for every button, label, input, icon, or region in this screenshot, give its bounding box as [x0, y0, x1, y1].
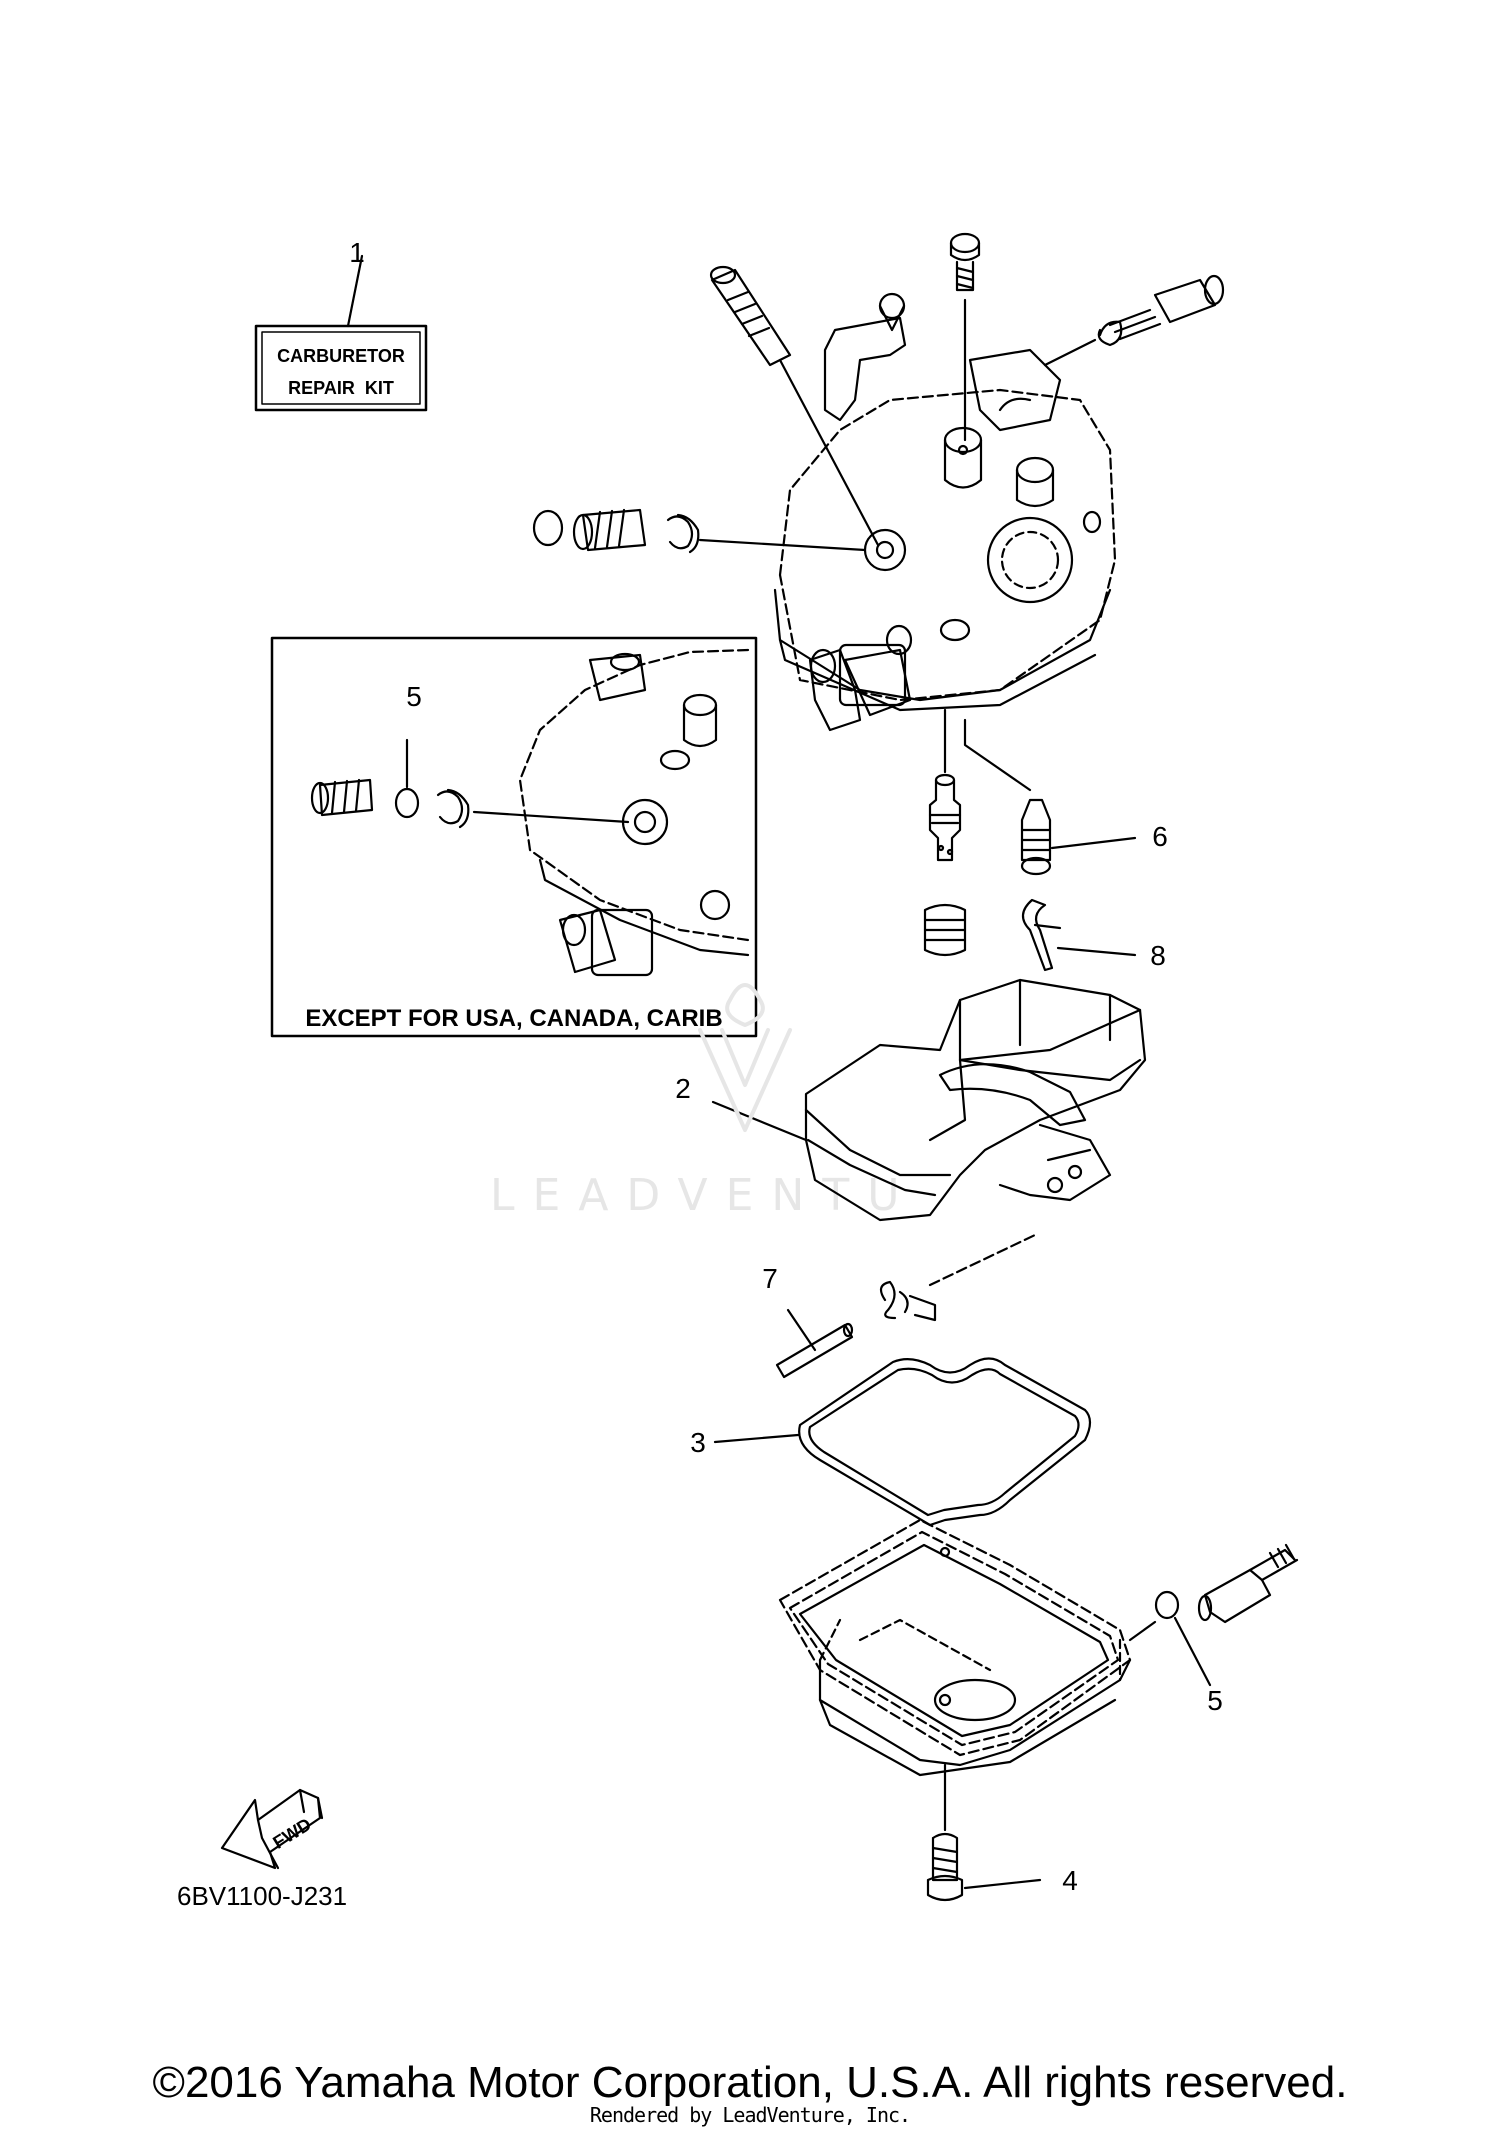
callout-8: 8	[1150, 940, 1166, 971]
float-bowl	[778, 1518, 1132, 1832]
callout-6: 6	[1152, 821, 1168, 852]
callout-5-bowl: 5	[1207, 1685, 1223, 1716]
bowl-screw	[926, 1832, 1042, 1902]
float	[711, 978, 1147, 1222]
repair-kit-box	[254, 254, 428, 412]
inset-box	[270, 636, 758, 1038]
fwd-label: FWD	[269, 1814, 314, 1853]
fwd-arrow-icon	[220, 1788, 324, 1870]
repair-kit-line1: CARBURETOR	[277, 346, 405, 366]
callout-3: 3	[690, 1427, 706, 1458]
callout-4: 4	[1062, 1865, 1078, 1896]
float-spring	[879, 1233, 1037, 1322]
inset-caption: EXCEPT FOR USA, CANADA, CARIB	[305, 1005, 722, 1032]
gasket	[713, 1357, 1092, 1527]
repair-kit-line2: REPAIR KIT	[288, 378, 394, 398]
callout-7: 7	[762, 1263, 778, 1294]
top-screw	[949, 232, 981, 442]
needle-clip	[1021, 898, 1137, 972]
idle-speed-screw	[1043, 274, 1225, 367]
rendered-by-notice: Rendered by LeadVenture, Inc.	[589, 2103, 911, 2127]
callout-5-inset: 5	[406, 681, 422, 712]
watermark-logo	[698, 983, 792, 1132]
callout-2: 2	[675, 1073, 691, 1104]
copyright-notice: ©2016 Yamaha Motor Corporation, U.S.A. A…	[152, 2058, 1348, 2107]
needle-valve-assembly	[923, 708, 967, 957]
float-needle	[963, 718, 1137, 876]
pilot-screw-group	[532, 508, 867, 554]
drain-screw	[1128, 1543, 1299, 1687]
float-pin	[775, 1308, 854, 1379]
pilot-screw-long	[709, 265, 880, 547]
carburetor-body	[773, 292, 1117, 732]
watermark: LEADVENTU	[490, 1170, 918, 1221]
diagram-code: 6BV1100-J231	[177, 1881, 347, 1911]
callout-1: 1	[349, 237, 365, 268]
